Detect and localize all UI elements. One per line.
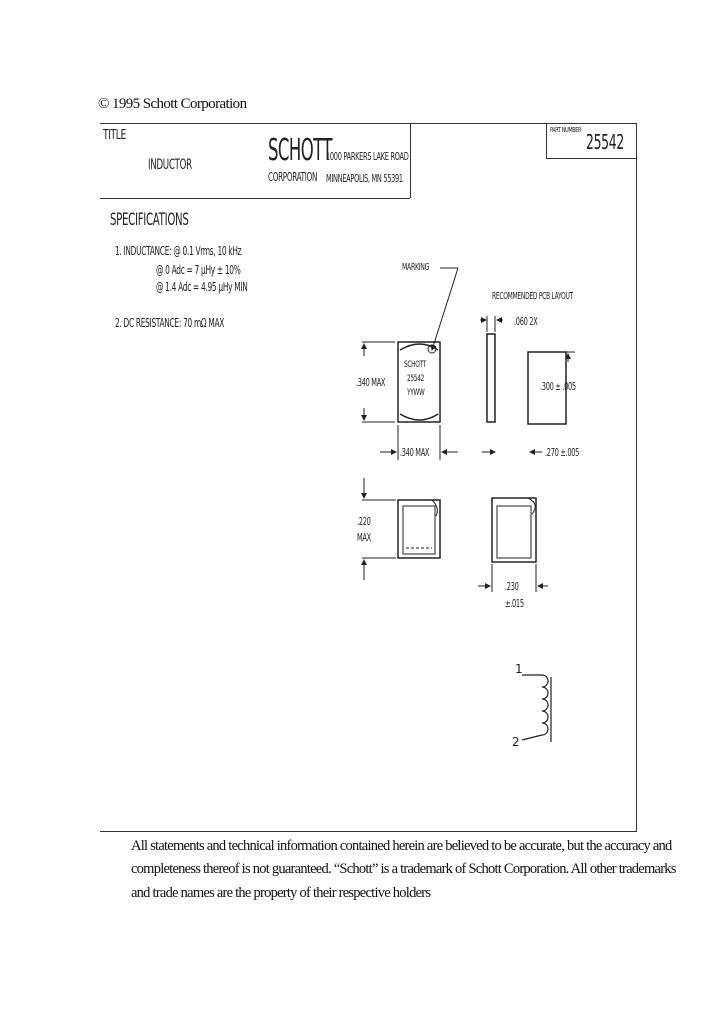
specifications-heading: SPECIFICATIONS xyxy=(110,210,189,230)
address-line1: 1000 PARKERS LAKE ROAD xyxy=(326,150,409,163)
copyright-notice: © 1995 Schott Corporation xyxy=(98,96,247,112)
spec-item: @ 1.4 Adc = 4.95 µHy MIN xyxy=(156,280,248,294)
spec-item: 2. DC RESISTANCE: 70 mΩ MAX xyxy=(115,316,225,330)
pin-2-label: 2 xyxy=(512,735,520,749)
part-box-bottom-line xyxy=(546,158,636,159)
title-label: TITLE xyxy=(103,128,126,143)
address-line2: MINNEAPOLIS, MN 55391 xyxy=(326,172,403,185)
spec-item: @ 0 Adc = 7 µHy ± 10% xyxy=(156,263,241,277)
inductor-top-view xyxy=(397,341,441,423)
pad-width-dimension: .060 2X xyxy=(514,315,538,328)
title-block-right-line xyxy=(410,123,411,198)
inductor-end-view xyxy=(491,497,537,563)
pad-height-dimension: .300 ± .005 xyxy=(540,380,576,393)
pcb-layout-title: RECOMMENDED PCB LAYOUT xyxy=(492,291,573,302)
pcb-pad-narrow xyxy=(486,333,496,423)
part-number: 25542 xyxy=(586,130,624,154)
disclaimer-line: All statements and technical information… xyxy=(131,838,672,854)
disclaimer-line: completeness thereof is not guaranteed. … xyxy=(131,861,676,877)
spec-item: 1. INDUCTANCE: @ 0.1 Vrms, 10 kHz xyxy=(115,244,242,258)
company-sub: CORPORATION xyxy=(268,170,318,184)
part-box-left-line xyxy=(546,123,547,158)
height-dimension: .340 MAX xyxy=(356,376,386,389)
title-value: INDUCTOR xyxy=(148,157,192,173)
inductor-side-view xyxy=(397,499,441,559)
depth-dimension: .220 xyxy=(357,515,371,528)
depth-dimension-max: MAX xyxy=(357,531,371,544)
pad-spacing-dimension: .270 ±.005 xyxy=(545,446,580,459)
frame-bottom-line xyxy=(100,831,636,832)
marking-line: 25542 xyxy=(407,374,424,384)
title-block-bottom-line xyxy=(100,198,410,199)
pcb-pad-wide xyxy=(527,351,567,425)
marking-label: MARKING xyxy=(402,262,430,273)
width-dimension: .340 MAX xyxy=(400,446,430,459)
part-number-label: PART NUMBER xyxy=(550,126,582,134)
side-tolerance: ±.015 xyxy=(505,597,524,610)
frame-top-line xyxy=(100,123,636,124)
inductor-schematic xyxy=(521,674,552,742)
marking-line: YYWW xyxy=(407,388,425,398)
company-logo-text: SCHOTT xyxy=(268,133,333,168)
marking-line: SCHOTT xyxy=(404,360,426,370)
disclaimer-line: and trade names are the property of thei… xyxy=(131,885,431,901)
side-dimension: .230 xyxy=(505,580,519,593)
marking-leader-arrow xyxy=(430,267,459,351)
pin-1-label: 1 xyxy=(515,662,523,676)
frame-right-line xyxy=(636,123,637,832)
